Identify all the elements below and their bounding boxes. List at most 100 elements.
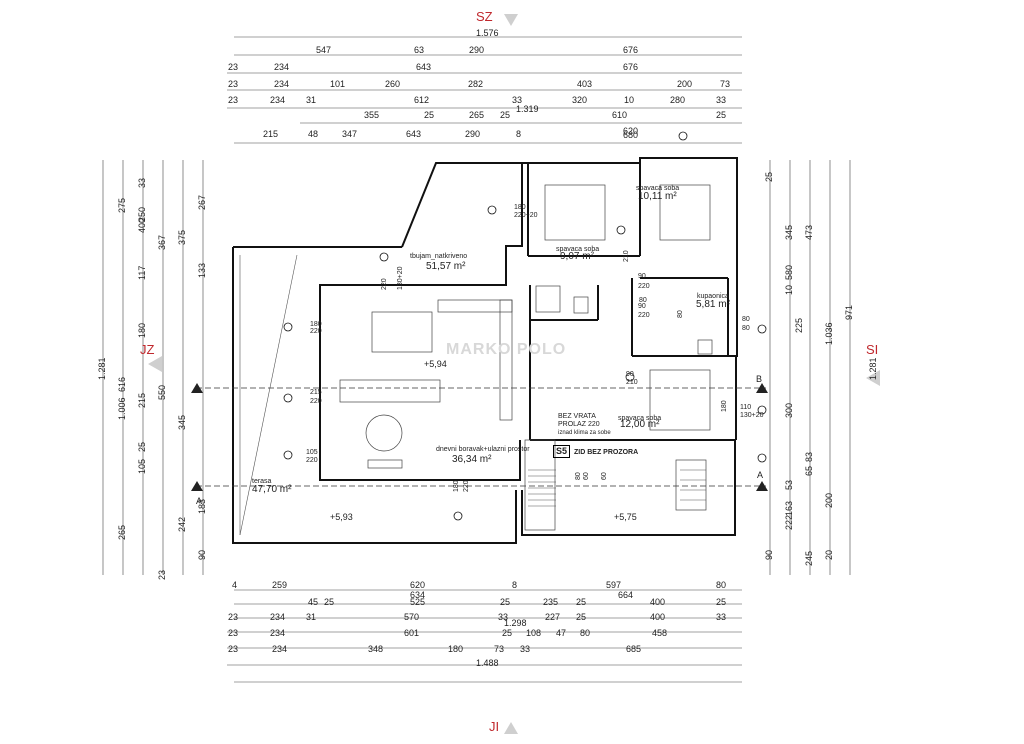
dim-bottom-r4: 33 bbox=[498, 612, 509, 622]
dim-bottom-r2: 664 bbox=[618, 590, 634, 600]
room-name-bedroom-1: spavaca soba bbox=[556, 246, 600, 253]
dim-top-r5: 1.319 bbox=[516, 104, 539, 114]
dim-top-r6: 8 bbox=[516, 129, 522, 139]
compass-north-label: SZ bbox=[476, 9, 493, 24]
note-ac: iznad klima za sobe bbox=[558, 430, 611, 436]
dim-bottom-r5: 458 bbox=[652, 628, 668, 638]
dim-left: 367 bbox=[157, 234, 167, 250]
furniture bbox=[339, 184, 713, 531]
door-label: 90 bbox=[638, 273, 646, 280]
dim-left: 345 bbox=[177, 414, 187, 430]
dim-bottom-r5: 234 bbox=[270, 628, 286, 638]
room-area-bedroom-2: 10,11 m² bbox=[638, 191, 677, 202]
wall-tag-s5: S5 bbox=[553, 445, 571, 458]
dim-top-total: 1.576 bbox=[476, 28, 499, 38]
dim-bottom-r3: 25 bbox=[576, 597, 587, 607]
door-label: 180 bbox=[310, 321, 322, 328]
door-label: 105 bbox=[306, 449, 318, 456]
dim-left: 275 bbox=[117, 197, 127, 213]
dim-top-r3: 73 bbox=[720, 79, 731, 89]
dim-top-r6: 48 bbox=[308, 129, 319, 139]
dim-bottom-r6: 685 bbox=[626, 644, 642, 654]
dim-bottom-r1: 4 bbox=[232, 580, 238, 590]
dim-right: 200 bbox=[824, 492, 834, 508]
dim-bottom-total: 1.488 bbox=[476, 658, 499, 668]
dim-top-r6: 215 bbox=[263, 129, 279, 139]
compass-west-label: JZ bbox=[140, 342, 155, 357]
level-marker-terrace: +5,93 bbox=[330, 512, 353, 522]
dim-top-r4: 33 bbox=[716, 95, 727, 105]
point-markers bbox=[283, 131, 767, 521]
dim-left: 1.281 bbox=[97, 357, 107, 380]
dim-left: 133 bbox=[197, 262, 207, 278]
dim-top-r1: 290 bbox=[469, 45, 485, 55]
dim-top-r5: 25 bbox=[716, 110, 727, 120]
dim-top-r3: 23 bbox=[228, 79, 239, 89]
dim-left: 265 bbox=[117, 524, 127, 540]
dim-left: 242 bbox=[177, 516, 187, 532]
dim-right: 1.036 bbox=[824, 322, 834, 345]
room-name-terrace: terasa bbox=[252, 478, 272, 485]
watermark: MARKO POLO bbox=[446, 341, 567, 358]
dim-bottom-r1: 8 bbox=[512, 580, 518, 590]
dim-top-r5: 265 bbox=[469, 110, 485, 120]
dim-top-r4: 280 bbox=[670, 95, 686, 105]
dim-bottom-r1: 620 bbox=[410, 580, 426, 590]
dim-right: 90 bbox=[764, 549, 774, 560]
dim-right: 971 bbox=[844, 304, 854, 320]
dim-bottom-r1: 80 bbox=[716, 580, 727, 590]
door-label: 210 bbox=[623, 250, 630, 262]
dim-left: 117 bbox=[137, 265, 147, 280]
room-name-living: dnevni boravak+ulazni prostor bbox=[436, 446, 530, 453]
door-label: 130+20 bbox=[397, 266, 404, 290]
dim-top-r5: 25 bbox=[500, 110, 511, 120]
dim-bottom-r5: 25 bbox=[502, 628, 513, 638]
section-arrows bbox=[191, 383, 768, 491]
dim-bottom-r4: 23 bbox=[228, 612, 239, 622]
dim-bottom-r4: 25 bbox=[576, 612, 587, 622]
level-marker-stairs: +5,75 bbox=[614, 512, 637, 522]
dim-top-r6: 680 bbox=[623, 130, 639, 140]
dim-right: 163 bbox=[784, 500, 794, 516]
compass-south-label: JI bbox=[489, 719, 500, 734]
door-label: 215 bbox=[310, 389, 322, 396]
door-label: 220 bbox=[306, 457, 318, 464]
dim-top-r6: 643 bbox=[406, 129, 422, 139]
door-label: 180 bbox=[721, 400, 728, 412]
door-label: 80 bbox=[742, 316, 750, 323]
door-label: 80 bbox=[742, 325, 750, 332]
door-label: 220 bbox=[310, 398, 322, 405]
note-wall-no-window: ZID BEZ PROZORA bbox=[574, 449, 639, 456]
dim-bottom-r6: 348 bbox=[368, 644, 384, 654]
dim-left: 375 bbox=[177, 229, 187, 245]
door-label: 220 bbox=[638, 312, 650, 319]
staircase bbox=[528, 469, 706, 507]
dim-top-r3: 260 bbox=[385, 79, 401, 89]
dim-bottom-r5: 80 bbox=[580, 628, 591, 638]
room-name-bathroom: kupaonica bbox=[697, 293, 729, 300]
door-label: 220 bbox=[310, 328, 322, 335]
dim-top-r3: 200 bbox=[677, 79, 693, 89]
room-name-bedroom-3: spavaca soba bbox=[618, 415, 662, 422]
dim-left: 23 bbox=[157, 569, 167, 580]
door-label: 90 bbox=[626, 371, 634, 378]
walls bbox=[232, 157, 738, 544]
dim-bottom-r3: 525 bbox=[410, 597, 426, 607]
dim-top-r4: 31 bbox=[306, 95, 317, 105]
door-label: 220 bbox=[381, 278, 388, 290]
dim-left: 105 bbox=[137, 458, 147, 474]
dim-bottom-r1: 259 bbox=[272, 580, 288, 590]
dim-top-r3: 234 bbox=[274, 79, 290, 89]
dim-right: 345 bbox=[784, 224, 794, 240]
dim-bottom-r4: 33 bbox=[716, 612, 727, 622]
dim-right: 20 bbox=[824, 549, 834, 560]
room-area-bathroom: 5,81 m² bbox=[696, 299, 730, 310]
dim-right: 225 bbox=[794, 317, 804, 333]
dim-bottom-r1: 597 bbox=[606, 580, 622, 590]
dim-right: 83 bbox=[804, 451, 814, 462]
dim-top-r6: 347 bbox=[342, 129, 358, 139]
dim-top-r4: 10 bbox=[624, 95, 635, 105]
door-label: 220+20 bbox=[514, 212, 538, 219]
dim-right: 65 bbox=[804, 465, 814, 476]
